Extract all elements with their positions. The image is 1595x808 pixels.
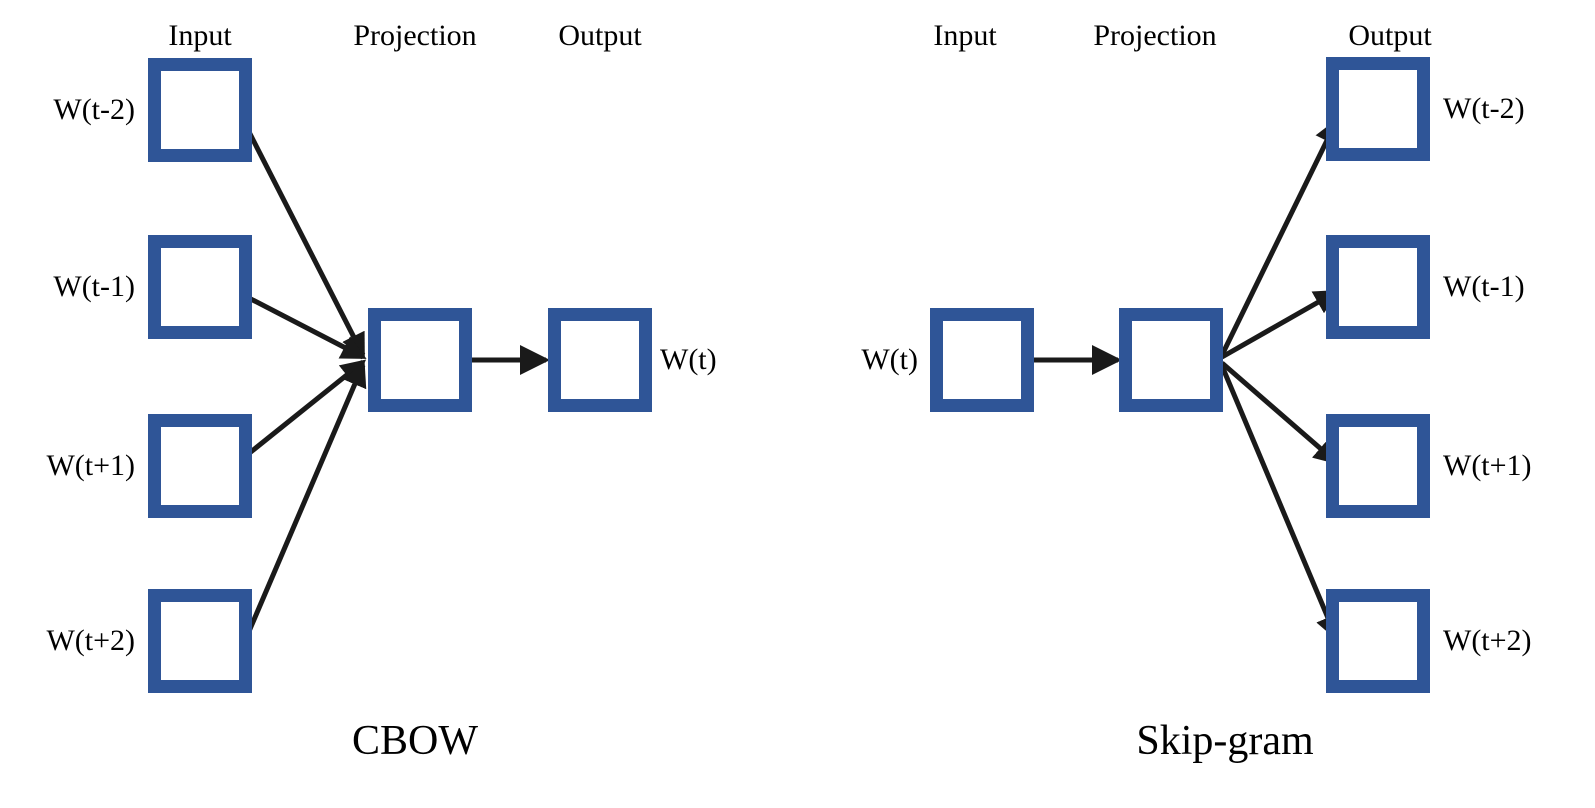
skipgram-edge-wt-2 <box>1219 118 1339 357</box>
skipgram-header-input: Input <box>933 19 997 52</box>
cbow-edge-wt1 <box>245 359 367 457</box>
cbow-input-box-wt-2[interactable] <box>148 58 252 162</box>
skipgram-projection-box[interactable] <box>1119 308 1223 412</box>
cbow-header-output: Output <box>558 19 642 52</box>
skipgram-output-label-wt-2: W(t-2) <box>1443 92 1525 125</box>
skipgram-edge-wt2 <box>1219 365 1340 641</box>
cbow-header-input: Input <box>168 19 232 52</box>
cbow-caption: CBOW <box>352 718 478 764</box>
skipgram-output-box-wt-1[interactable] <box>1326 235 1430 339</box>
skipgram-output-box-wt-2[interactable] <box>1326 57 1430 161</box>
skipgram-header-output: Output <box>1348 19 1432 52</box>
skipgram-input-box-wt[interactable] <box>930 308 1034 412</box>
cbow-output-label-wt: W(t) <box>660 343 717 376</box>
skipgram-edge-wt1 <box>1220 361 1340 465</box>
skipgram-output-label-wt-1: W(t-1) <box>1443 270 1525 303</box>
cbow-output-box-wt[interactable] <box>548 308 652 412</box>
skipgram-projection-to-output-edges <box>1219 118 1340 641</box>
cbow-input-label-wt-1: W(t-1) <box>53 270 135 303</box>
cbow-projection-box[interactable] <box>368 308 472 412</box>
cbow-input-label-wt2: W(t+2) <box>46 624 135 657</box>
cbow-edge-wt-1 <box>245 294 367 360</box>
skipgram-input-label-wt: W(t) <box>861 343 918 376</box>
cbow-header-projection: Projection <box>353 19 477 52</box>
cbow-input-to-projection-edges <box>244 126 367 637</box>
skipgram-header-projection: Projection <box>1093 19 1217 52</box>
cbow-input-box-wt-1[interactable] <box>148 235 252 339</box>
cbow-input-box-wt1[interactable] <box>148 414 252 518</box>
cbow-input-box-wt2[interactable] <box>148 589 252 693</box>
cbow-input-label-wt-2: W(t-2) <box>53 93 135 126</box>
cbow-input-label-wt1: W(t+1) <box>46 449 135 482</box>
skipgram-edge-wt-1 <box>1220 289 1340 360</box>
skipgram-output-label-wt1: W(t+1) <box>1443 449 1532 482</box>
skipgram-output-label-wt2: W(t+2) <box>1443 624 1532 657</box>
cbow-edge-wt2 <box>244 361 367 637</box>
skipgram-caption: Skip-gram <box>1136 718 1314 764</box>
skipgram-output-box-wt1[interactable] <box>1326 414 1430 518</box>
cbow-edge-wt-2 <box>244 126 366 359</box>
skipgram-output-box-wt2[interactable] <box>1326 589 1430 693</box>
